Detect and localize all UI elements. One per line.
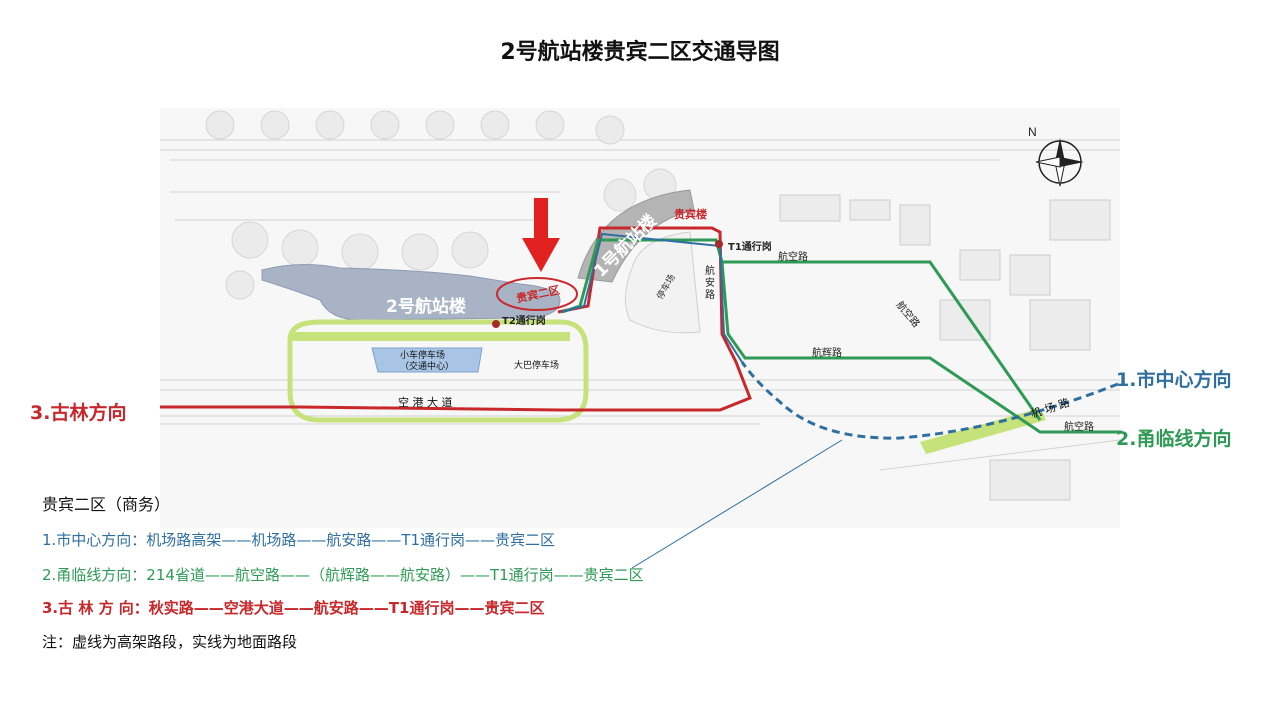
terminal2-label: 2号航站楼 <box>386 297 466 317</box>
aircraft-stands <box>205 110 677 300</box>
legend-note: 注：虚线为高架路段，实线为地面路段 <box>42 633 298 651</box>
t1-gate-label: T1通行岗 <box>728 242 772 253</box>
page-title: 2号航站楼贵宾二区交通导图 <box>500 40 780 65</box>
konggang-road-label: 空 港 大 道 <box>398 396 453 409</box>
legend-route-city-center: 1.市中心方向：机场路高架——机场路——航安路——T1通行岗——贵宾二区 <box>42 531 556 549</box>
t1-gate-marker <box>715 240 723 248</box>
route-city-center-elevated <box>740 361 1119 440</box>
taxiway-lines <box>160 139 1121 471</box>
transport-center-label: （交通中心） <box>400 362 455 372</box>
legend-pointer-line <box>631 439 843 569</box>
legend-route-yonglin: 2.甬临线方向：214省道——航空路——（航辉路——航安路）——T1通行岗——贵… <box>42 566 644 584</box>
elevated-loop <box>287 319 589 423</box>
t2-gate-marker <box>492 320 500 328</box>
direction-city-center: 1.市中心方向 <box>1116 369 1232 391</box>
t2-gate-label: T2通行岗 <box>502 316 546 327</box>
down-arrow-icon <box>522 198 560 272</box>
north-compass-icon: N <box>1028 125 1084 187</box>
hangan-road-label: 航安路 <box>705 266 715 301</box>
small-car-parking-lot <box>371 347 483 373</box>
route-city-center-ground <box>561 232 743 363</box>
svg-text:N: N <box>1028 125 1037 139</box>
hanghui-road-label: 航辉路 <box>812 348 842 359</box>
parking-area <box>625 231 701 334</box>
legend-route-gulin: 3.古 林 方 向：秋实路——空港大道——航安路——T1通行岗——贵宾二区 <box>42 599 545 617</box>
direction-yonglin: 2.甬临线方向 <box>1116 428 1232 450</box>
east-buildings <box>779 194 1111 501</box>
route-yonglin-line <box>720 260 1122 434</box>
hangkong-road-label: 航空路 <box>778 252 808 263</box>
hangkong-road-east-label: 航空路 <box>1064 422 1094 433</box>
t2-frontage-road <box>290 332 570 341</box>
bus-parking-label: 大巴停车场 <box>514 361 560 371</box>
vip-building-label: 贵宾楼 <box>674 208 707 221</box>
vip-zone-highlight <box>496 277 578 311</box>
terminal2-building <box>261 263 561 321</box>
direction-gulin: 3.古林方向 <box>30 402 127 424</box>
legend-heading: 贵宾二区（商务） <box>42 495 171 514</box>
small-car-parking-label: 小车停车场 <box>400 351 446 361</box>
